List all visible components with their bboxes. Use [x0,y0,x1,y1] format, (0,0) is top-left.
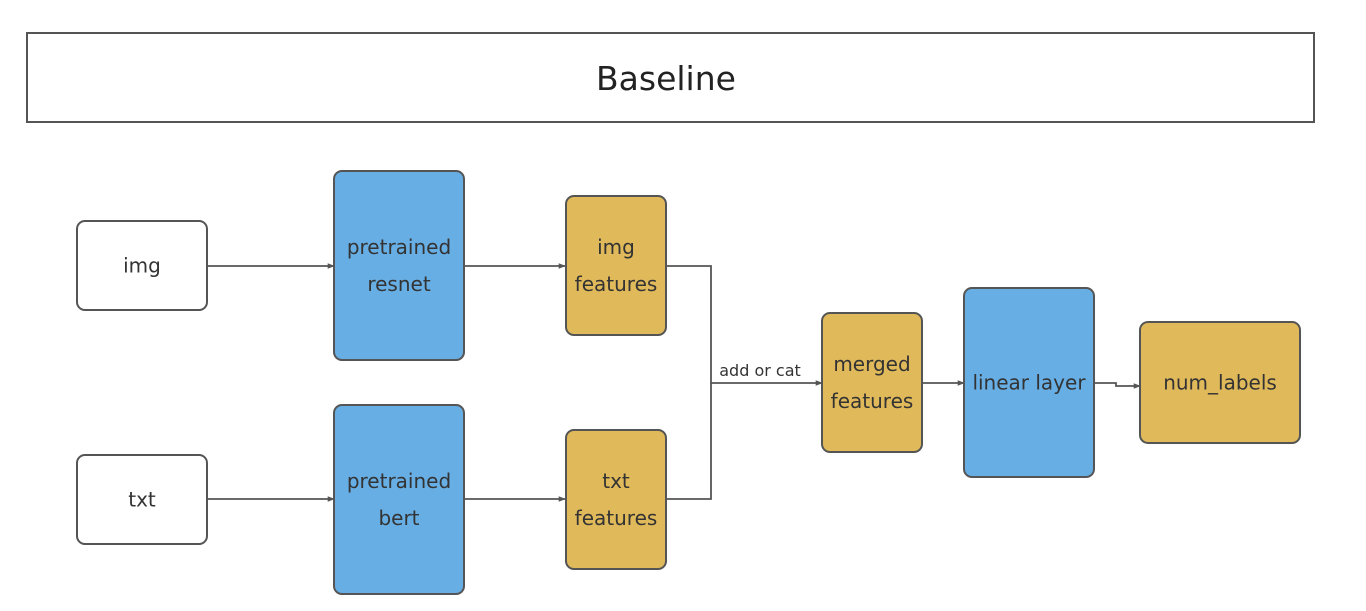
node-resnet-label: pretrained [347,235,451,259]
node-linear-layer-label: linear layer [972,371,1086,395]
node-bert: pretrained bert [333,404,465,595]
node-merged-features-label: merged [833,352,910,376]
node-resnet: pretrained resnet [333,170,465,361]
title-banner: Baseline [26,32,1315,123]
edge-label-background [716,359,806,381]
merge-edge-label: add or cat [716,359,806,381]
nodes: img txt pretrained resnet pretrained bert img f… [76,170,1301,595]
node-img-box [76,220,208,311]
node-bert-label: bert [378,506,419,530]
node-txt-features-label: features [575,506,658,530]
title-frame [26,32,1315,123]
node-resnet-box [333,170,465,361]
edge-linear-to-num-labels [1095,382,1141,389]
node-num-labels-label: num_labels [1163,371,1277,395]
node-img-label: img [123,254,161,278]
node-txt-label: txt [128,488,156,512]
node-txt-box [76,454,208,545]
node-linear-layer-box [963,287,1095,478]
diagram-title: Baseline [596,59,736,98]
node-txt: txt [76,454,208,545]
node-resnet-label: resnet [367,272,430,296]
node-img-features: img features [565,195,667,336]
edge-img-features-to-merged [667,265,823,386]
node-merged-features-label: features [831,389,914,413]
node-txt-features-box [565,429,667,570]
node-merged-features: merged features [821,312,923,453]
node-txt-features-label: txt [602,469,630,493]
node-linear-layer: linear layer [963,287,1095,478]
node-bert-label: pretrained [347,469,451,493]
node-bert-box [333,404,465,595]
edge-label-add-or-cat: add or cat [719,361,801,380]
node-txt-features: txt features [565,429,667,570]
node-num-labels: num_labels [1139,321,1301,444]
node-merged-features-box [821,312,923,453]
edge-txt-features-to-merged [667,383,712,500]
node-num-labels-box [1139,321,1301,444]
node-img-features-box [565,195,667,336]
edges [208,263,1141,502]
node-img-features-label: features [575,272,658,296]
node-img-features-label: img [597,235,635,259]
node-img: img [76,220,208,311]
